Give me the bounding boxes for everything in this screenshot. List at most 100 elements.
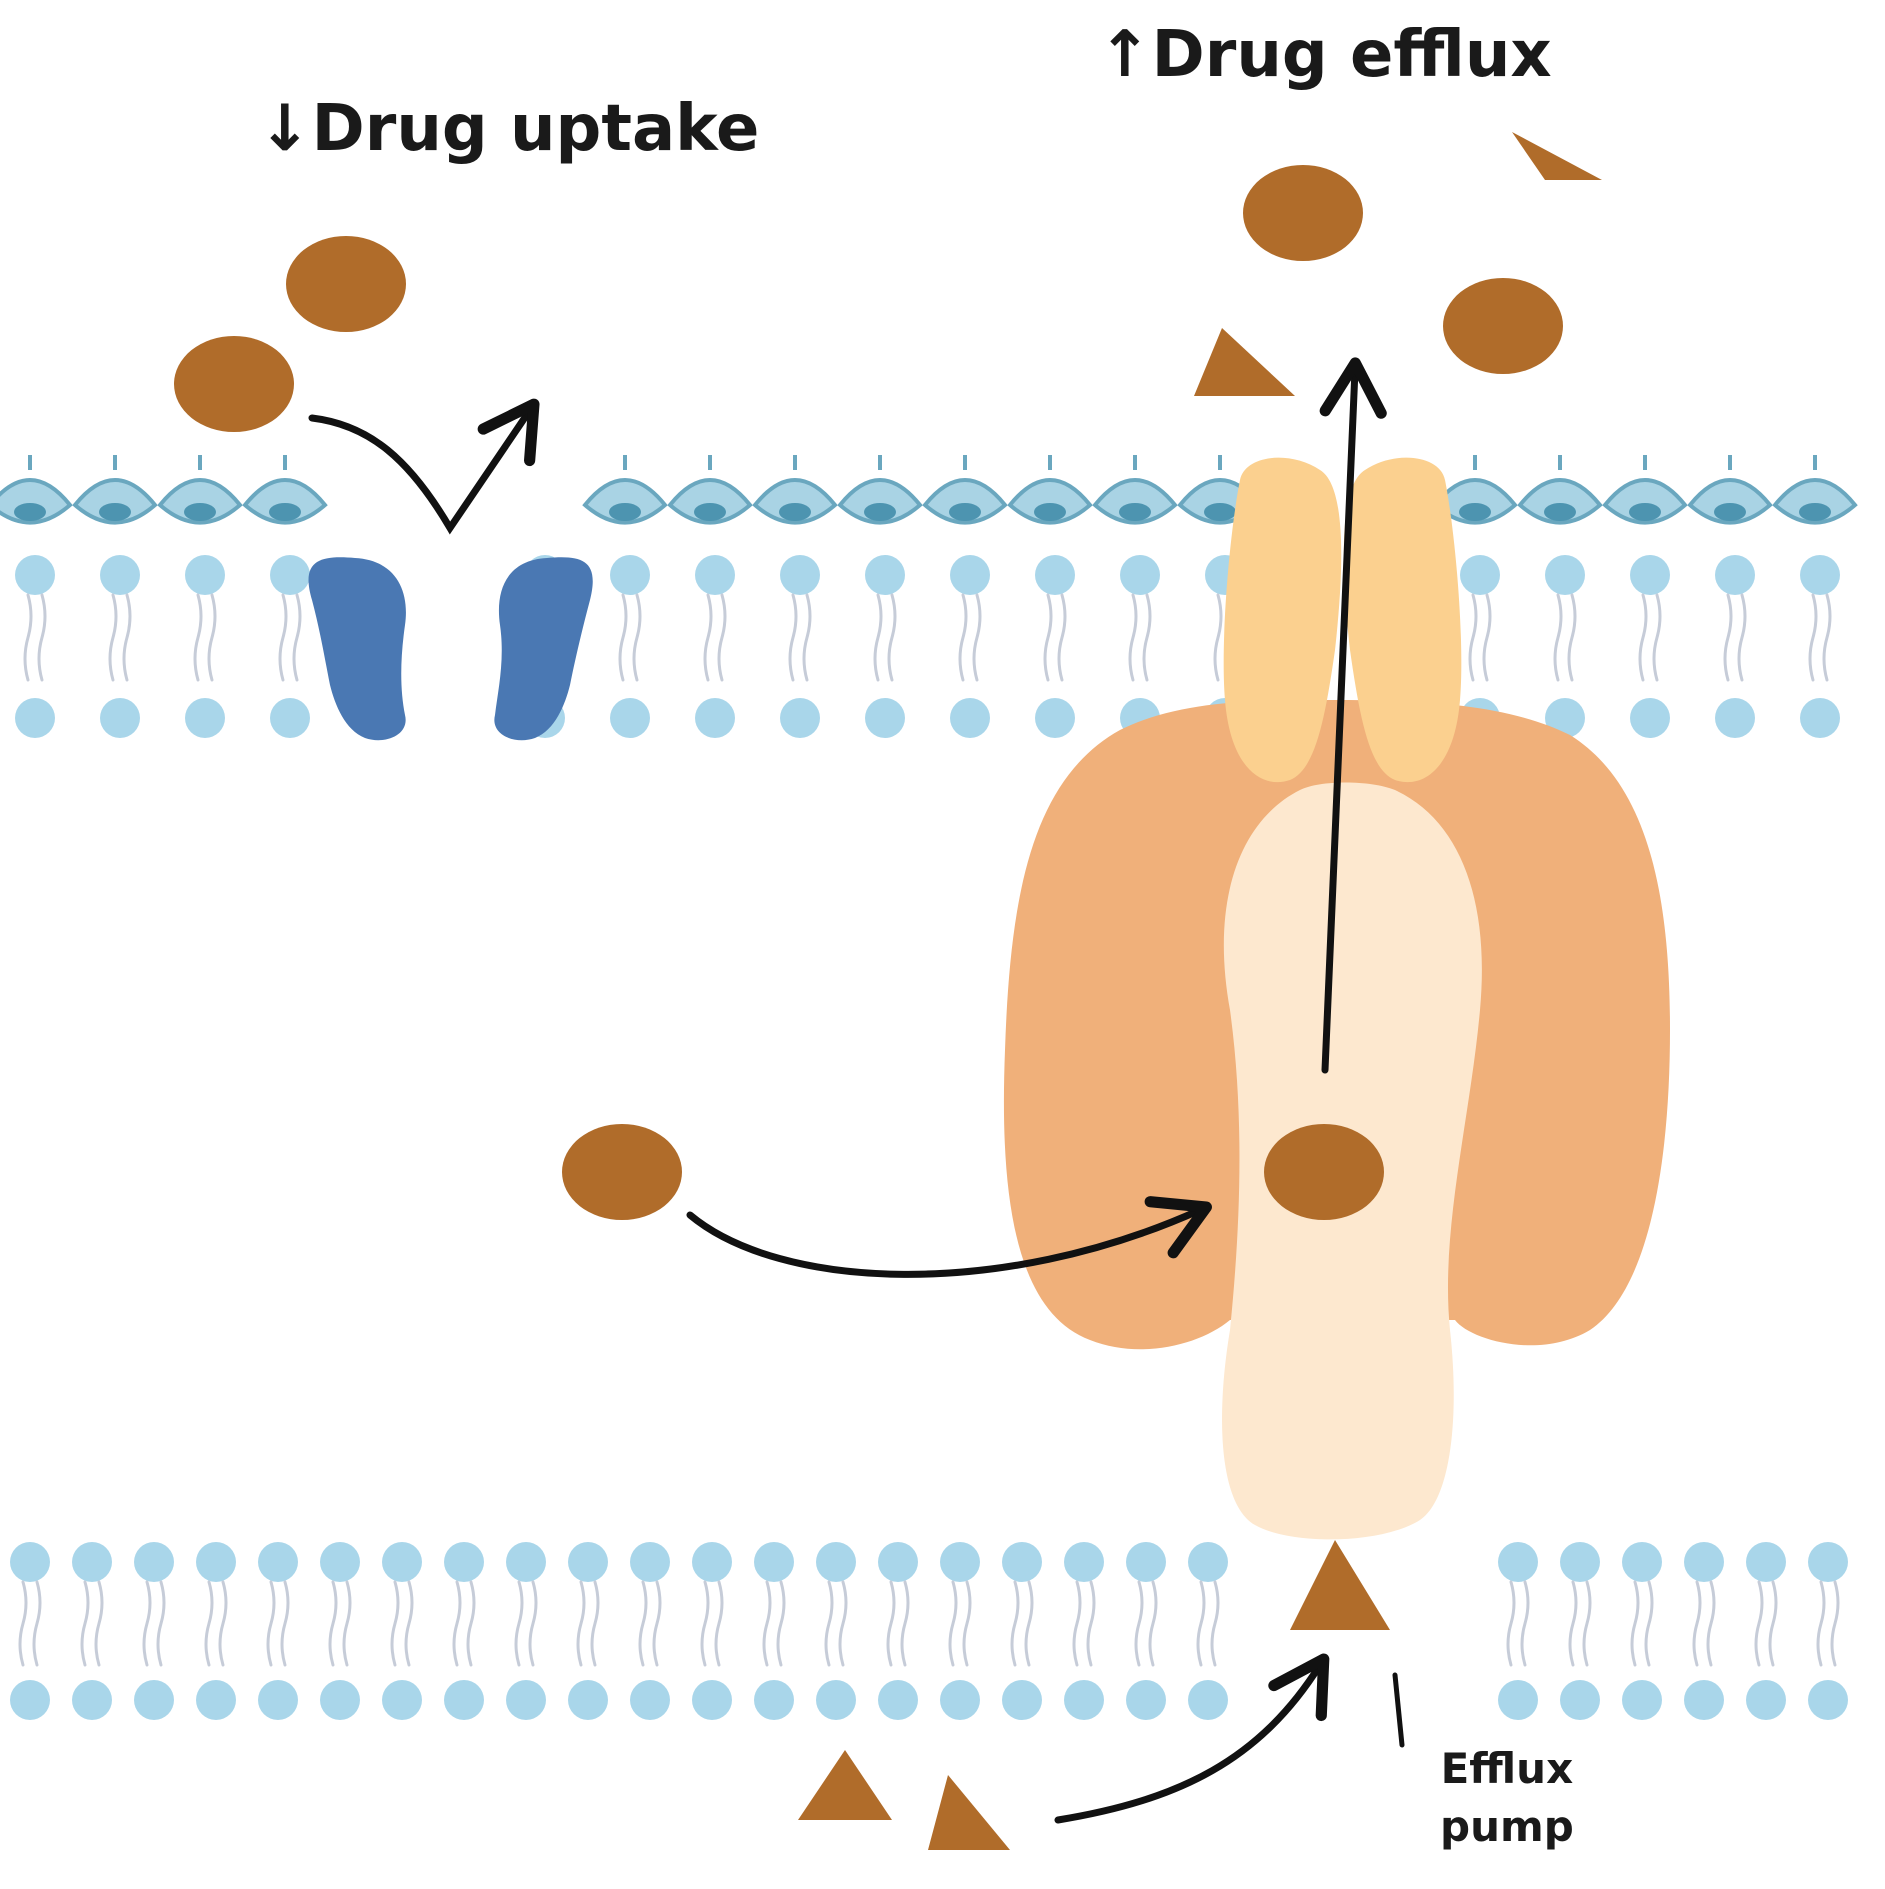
lipid-head [1035, 555, 1075, 595]
lipid-head [196, 1542, 236, 1582]
lipid-tail [703, 593, 713, 682]
lipid-head [1064, 1542, 1104, 1582]
lipid-tail [528, 1580, 538, 1667]
lipid-tail [1692, 1580, 1702, 1667]
lipid-head [780, 698, 820, 738]
lipid-head [134, 1542, 174, 1582]
lipid-tail [1482, 593, 1492, 682]
lipid-head [185, 698, 225, 738]
lipid-head [382, 1680, 422, 1720]
lipid-head [950, 698, 990, 738]
lipid-tail [1808, 593, 1818, 682]
lps-head-core [269, 503, 301, 521]
lipid-tail [1568, 1580, 1578, 1667]
lps-head-core [1204, 503, 1236, 521]
efflux-pump-label: Efflux pump [1440, 1740, 1574, 1856]
lipid-head [630, 1542, 670, 1582]
lps-head [582, 478, 668, 525]
lipid-tail [802, 593, 812, 682]
lipid-tail [788, 593, 798, 682]
lps-head-core [694, 503, 726, 521]
lipid-tail [948, 1580, 958, 1667]
drug-efflux-text: Drug efflux [1151, 18, 1552, 92]
porin-right [494, 557, 593, 741]
lipid-tail [452, 1580, 462, 1667]
lipid-tail [1043, 593, 1053, 682]
lps-head [667, 478, 753, 525]
outer-membrane [0, 455, 1858, 738]
lipid-tail [1520, 1580, 1530, 1667]
lipid-head [134, 1680, 174, 1720]
lipid-tail [1567, 593, 1577, 682]
lipid-tail [1213, 593, 1223, 682]
lipid-head [15, 698, 55, 738]
lipid-tail [1553, 593, 1563, 682]
lps-head-core [1034, 503, 1066, 521]
drug-triangle-inner-2 [928, 1775, 1010, 1850]
lipid-head [1746, 1542, 1786, 1582]
lipid-head [1120, 555, 1160, 595]
lipid-tail [1723, 593, 1733, 682]
lipid-head [270, 698, 310, 738]
drug-triangle-efflux-2 [1194, 328, 1295, 396]
drug-circle-uptake-2 [174, 336, 294, 432]
lipid-tail [1706, 1580, 1716, 1667]
lipid-head [382, 1542, 422, 1582]
lipid-head [1715, 698, 1755, 738]
lipid-tail [700, 1580, 710, 1667]
lps-head-core [609, 503, 641, 521]
lipid-head [865, 698, 905, 738]
lipid-tail [1506, 1580, 1516, 1667]
lps-head-core [1799, 503, 1831, 521]
efflux-pump [1003, 457, 1670, 1748]
lipid-head [185, 555, 225, 595]
drug-circle-efflux-2 [1443, 278, 1563, 374]
drug-efflux-label: ↑Drug efflux [1098, 18, 1552, 92]
lipid-head [878, 1680, 918, 1720]
lipid-tail [292, 593, 302, 682]
lipid-head [1545, 698, 1585, 738]
lipid-head [196, 1680, 236, 1720]
lps-head [1602, 478, 1688, 525]
lipid-head [1560, 1542, 1600, 1582]
lipid-tail [714, 1580, 724, 1667]
lipid-head [270, 555, 310, 595]
lipid-head [692, 1542, 732, 1582]
lipid-tail [1057, 593, 1067, 682]
lipid-tail [776, 1580, 786, 1667]
lipid-tail [838, 1580, 848, 1667]
porin-left [308, 557, 406, 741]
lipid-tail [1072, 1580, 1082, 1667]
lipid-head [940, 1542, 980, 1582]
lipid-tail [717, 593, 727, 682]
up-arrow-icon: ↑ [1098, 18, 1152, 92]
lipid-head [10, 1542, 50, 1582]
lipid-head [1035, 698, 1075, 738]
lipid-head [568, 1680, 608, 1720]
lipid-tail [122, 593, 132, 682]
lipid-tail [1142, 593, 1152, 682]
lps-head [72, 478, 158, 525]
lipid-head [816, 1680, 856, 1720]
lipid-head [1684, 1680, 1724, 1720]
lipid-tail [156, 1580, 166, 1667]
lipid-tail [37, 593, 47, 682]
lipid-head [865, 555, 905, 595]
lipid-tail [207, 593, 217, 682]
lipid-tail [1210, 1580, 1220, 1667]
lipid-head [10, 1680, 50, 1720]
lipid-head [1126, 1542, 1166, 1582]
lipid-head [692, 1680, 732, 1720]
drug-triangle-pump [1290, 1540, 1390, 1630]
drug-triangle-inner-1 [798, 1750, 892, 1820]
lipid-head [878, 1542, 918, 1582]
lipid-head [610, 698, 650, 738]
porin-channel [308, 557, 593, 741]
lipid-head [1002, 1542, 1042, 1582]
lipid-tail [1010, 1580, 1020, 1667]
lipid-head [780, 555, 820, 595]
lipid-tail [1652, 593, 1662, 682]
lps-head [1092, 478, 1178, 525]
drug-uptake-label: ↓Drug uptake [258, 92, 759, 166]
